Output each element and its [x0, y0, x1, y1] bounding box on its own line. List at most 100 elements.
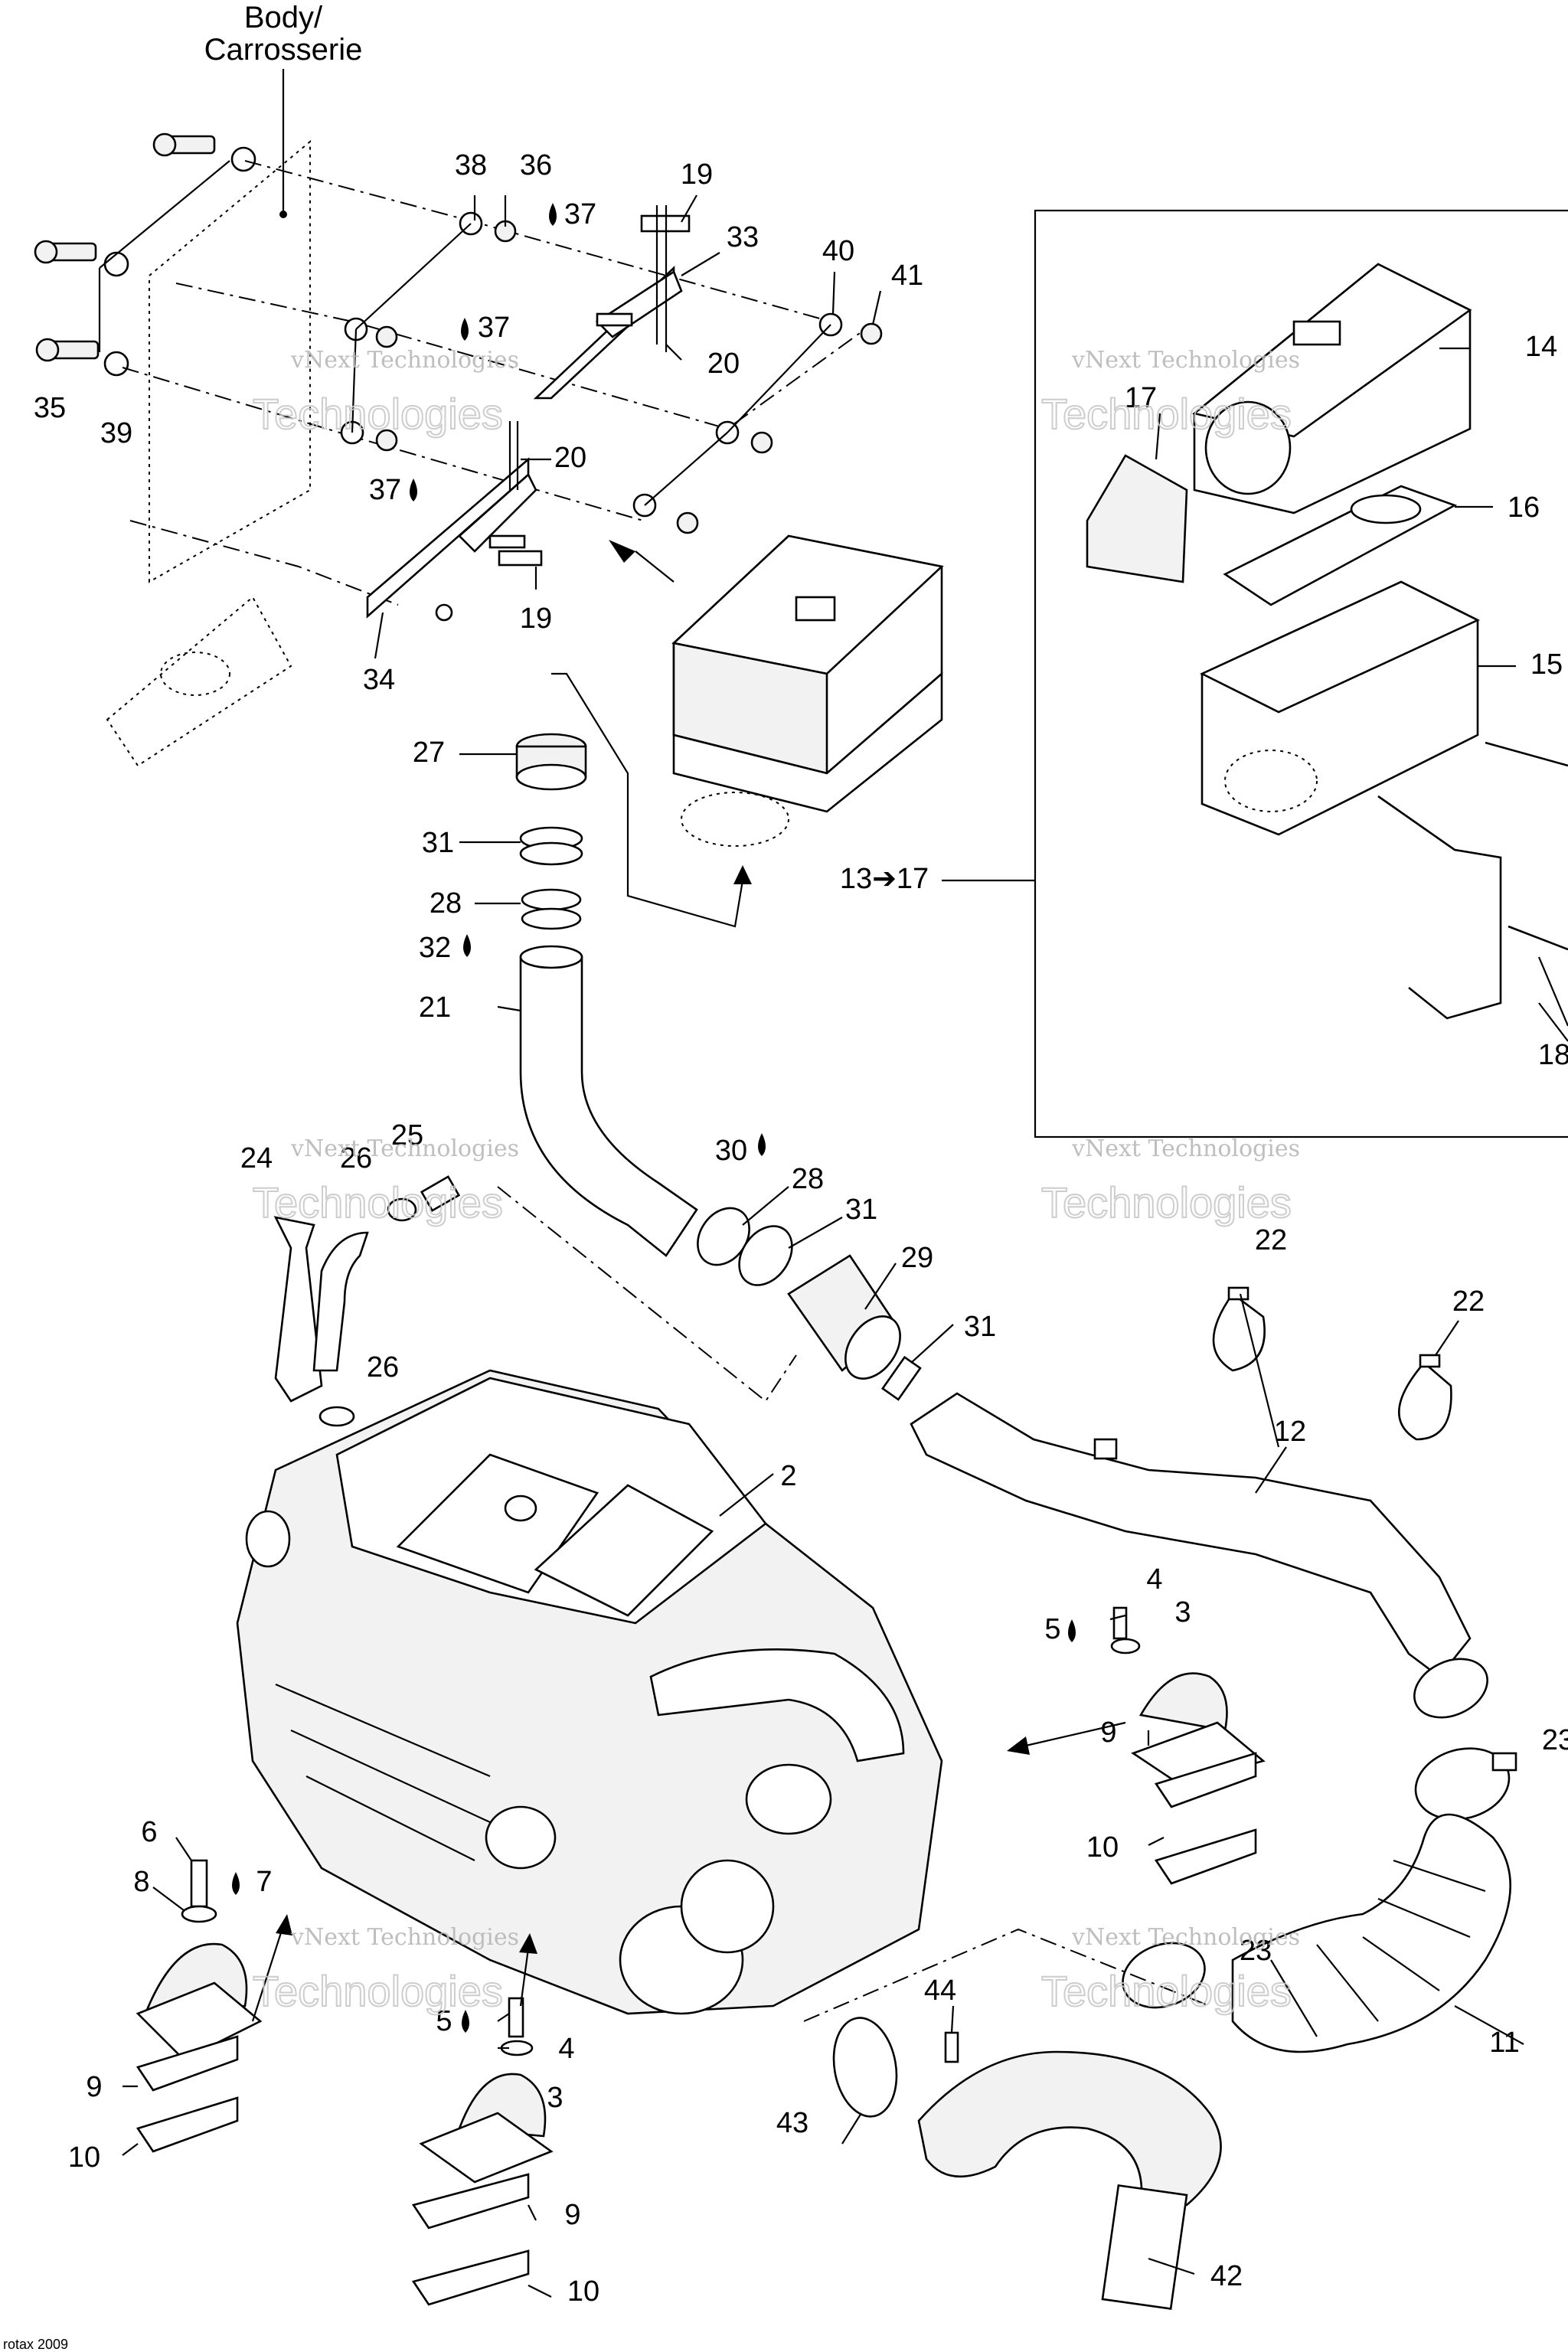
callout-6: 6 — [141, 1816, 157, 1848]
callout-13-17: 13➔17 — [840, 863, 929, 895]
callout-41: 41 — [891, 260, 923, 292]
callout-44: 44 — [924, 1975, 956, 2007]
callout-19-low: 19 — [520, 603, 552, 635]
callout-4-center: 4 — [558, 2033, 574, 2065]
part-24-hose — [273, 1216, 369, 1403]
engine-mount-center — [411, 1997, 554, 2306]
callout-25: 25 — [391, 1119, 423, 1152]
bracket-34 — [366, 421, 543, 622]
callout-5-right: 5 — [1044, 1613, 1060, 1645]
callout-40: 40 — [822, 235, 854, 267]
svg-text:Technologies: Technologies — [253, 390, 503, 438]
callout-42: 42 — [1210, 2260, 1243, 2292]
body-panel-outline — [149, 139, 311, 583]
callout-14: 14 — [1525, 331, 1557, 363]
callout-9-center: 9 — [564, 2199, 580, 2231]
callout-9-left: 9 — [86, 2071, 102, 2103]
callout-37-top: 37 — [564, 198, 596, 230]
svg-text:Technologies: Technologies — [253, 1967, 503, 2015]
callout-10-right: 10 — [1086, 1831, 1119, 1864]
callout-10-left: 10 — [68, 2141, 100, 2174]
svg-text:vNext Technologies: vNext Technologies — [290, 1135, 519, 1162]
part-17 — [1086, 454, 1188, 583]
callout-21: 21 — [419, 991, 451, 1024]
callout-26-top: 26 — [340, 1142, 372, 1174]
part-11-bellows — [1231, 1813, 1511, 2053]
engine-mount-right — [1110, 1606, 1266, 1885]
part-15-box — [1199, 580, 1481, 836]
part-14-lid — [1192, 263, 1472, 514]
svg-text:vNext Technologies: vNext Technologies — [1071, 1135, 1300, 1162]
callout-37-low: 37 — [369, 474, 401, 506]
callout-32: 32 — [419, 932, 451, 964]
part-23-clamp-low — [1122, 1942, 1206, 2009]
callout-39: 39 — [100, 417, 132, 449]
callout-31-top: 31 — [422, 827, 454, 859]
bracket-33 — [533, 205, 691, 400]
callout-26-low: 26 — [367, 1351, 399, 1383]
callout-24: 24 — [240, 1142, 273, 1174]
callout-18: 18 — [1538, 1039, 1568, 1071]
drop-icon — [549, 203, 557, 226]
part-26-clamp-low — [318, 1406, 355, 1427]
part-22-clamp-a — [1212, 1286, 1266, 1372]
svg-text:Technologies: Technologies — [253, 1178, 503, 1227]
callout-4-right: 4 — [1146, 1563, 1162, 1596]
drop-icon — [410, 479, 417, 501]
callout-20-low: 20 — [554, 442, 586, 474]
callouts: 38 36 37 19 33 40 41 37 20 35 39 20 37 1… — [34, 149, 1568, 2308]
part-16-gasket — [1223, 485, 1458, 606]
callout-35: 35 — [34, 392, 66, 424]
callout-5-center: 5 — [436, 2005, 452, 2037]
body-label-line1: Body/ — [244, 1, 323, 34]
body-label-line2: Carrosserie — [204, 33, 363, 67]
part-25-fitting — [420, 1175, 461, 1212]
part-26-clamp-top — [387, 1197, 417, 1222]
svg-text:vNext Technologies: vNext Technologies — [290, 347, 519, 374]
svg-text:Technologies: Technologies — [1041, 1178, 1292, 1227]
callout-2: 2 — [780, 1460, 796, 1492]
hardware-40-41 — [632, 312, 883, 534]
drawing-code: rotax 2009 — [3, 2337, 68, 2352]
bolt-35-group — [34, 132, 256, 377]
callout-31-mid: 31 — [845, 1194, 877, 1226]
part-23-clamp-right — [1414, 1747, 1517, 1821]
leader-lines — [122, 194, 1524, 2298]
callout-8: 8 — [133, 1866, 149, 1898]
callout-28-mid: 28 — [792, 1163, 824, 1195]
callout-3-right: 3 — [1174, 1596, 1191, 1628]
drop-icons — [232, 203, 1076, 2033]
watermarks: vNext Technologies Technologies vNext Te… — [252, 347, 1300, 2016]
drop-icon — [232, 1872, 240, 1895]
callout-30: 30 — [715, 1135, 747, 1167]
callout-3-center: 3 — [547, 2082, 563, 2114]
callout-27: 27 — [413, 737, 445, 769]
drop-icon — [1068, 1619, 1076, 1642]
callout-31-low: 31 — [964, 1311, 996, 1343]
callout-36: 36 — [520, 149, 552, 181]
svg-text:vNext Technologies: vNext Technologies — [1071, 347, 1300, 374]
svg-text:vNext Technologies: vNext Technologies — [290, 1924, 519, 1951]
callout-9-right: 9 — [1100, 1717, 1116, 1749]
hardware-36-38 — [340, 211, 517, 452]
callout-19-top: 19 — [681, 158, 713, 191]
svg-text:vNext Technologies: vNext Technologies — [1071, 1924, 1300, 1951]
callout-28-top: 28 — [430, 887, 462, 920]
callout-38: 38 — [455, 149, 487, 181]
drop-icon — [463, 934, 471, 957]
drop-icon — [461, 318, 469, 341]
callout-23-low: 23 — [1240, 1935, 1272, 1967]
gasket-outline — [106, 596, 292, 767]
callout-22-a: 22 — [1255, 1224, 1287, 1256]
engine-mount-left — [136, 1859, 263, 2153]
part-44-pin — [944, 2031, 959, 2063]
callout-10-center: 10 — [567, 2275, 599, 2308]
part-31-clamp-top — [519, 826, 583, 866]
part-18-straps — [1377, 741, 1568, 1042]
part-43-clamp — [832, 2017, 898, 2118]
callout-23-right: 23 — [1542, 1724, 1568, 1756]
part-29-coupler — [787, 1254, 901, 1380]
drop-icon — [758, 1133, 766, 1156]
callout-33: 33 — [727, 221, 759, 253]
